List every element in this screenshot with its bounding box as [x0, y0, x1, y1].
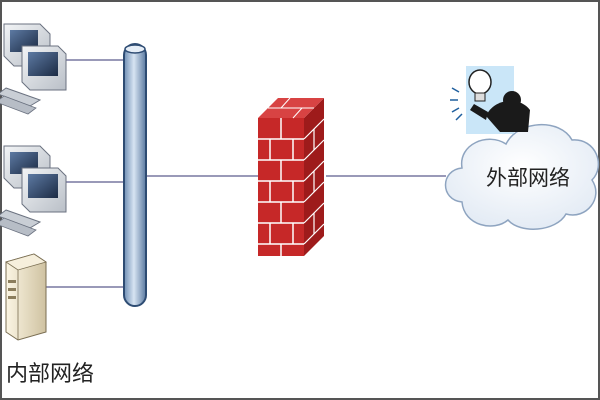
desktop-computer-icon	[0, 145, 67, 237]
cloud-icon	[444, 124, 600, 230]
workstation-group-2	[0, 145, 67, 237]
backbone-pipe	[123, 43, 147, 307]
desktop-computer-icon	[0, 23, 67, 115]
brick-firewall-icon	[258, 97, 325, 256]
external-network-label: 外部网络	[486, 166, 570, 190]
internal-network-label: 内部网络	[6, 362, 95, 387]
host-links	[40, 59, 128, 288]
hacker-icon	[450, 66, 530, 134]
server-icon	[5, 253, 47, 341]
workstation-group-1	[0, 23, 67, 115]
